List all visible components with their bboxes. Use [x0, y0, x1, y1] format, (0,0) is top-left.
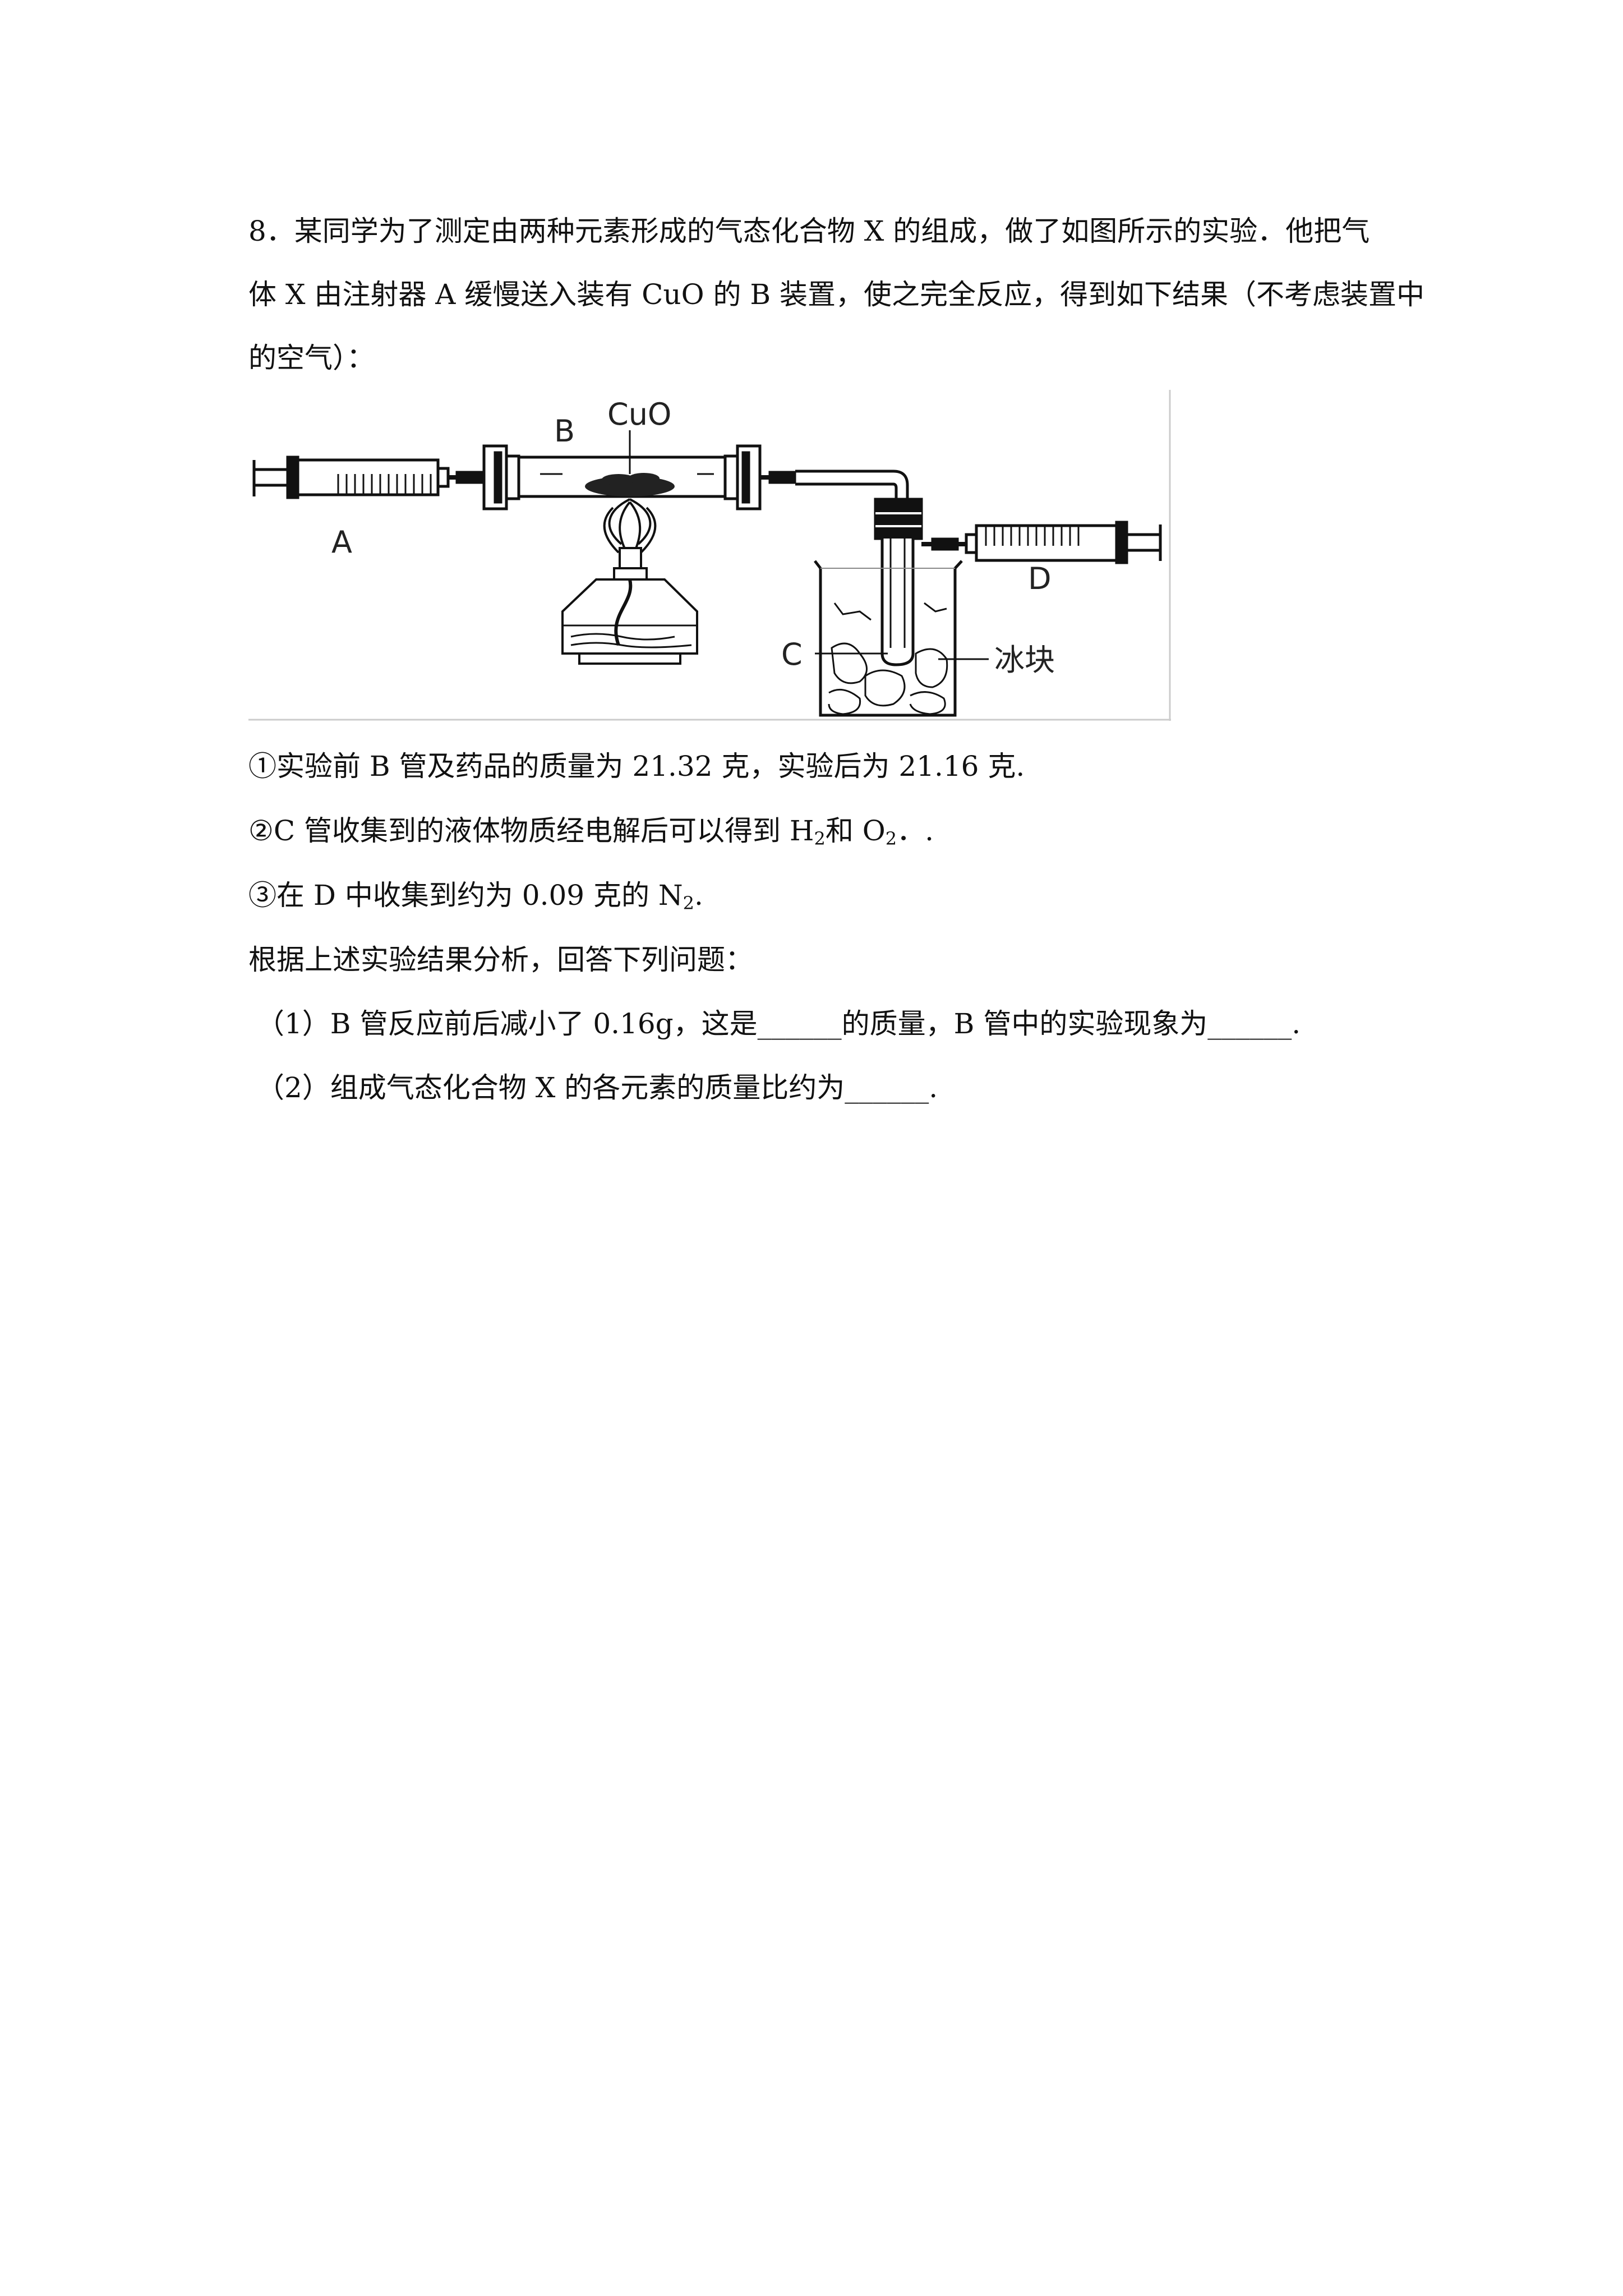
tube-c [874, 498, 923, 666]
label-d: D [1028, 561, 1052, 596]
syringe-d [921, 521, 1162, 564]
cuo-powder [585, 473, 675, 496]
question-intro-line-1: 8．某同学为了测定由两种元素形成的气态化合物 X 的组成，做了如图所示的实验．他… [248, 215, 1370, 247]
tube-b [482, 444, 762, 510]
question-1: （1）B 管反应前后减小了 0.16g，这是______的质量，B 管中的实验现… [256, 1007, 1301, 1040]
result-1: ①实验前 B 管及药品的质量为 21.32 克，实验后为 21.16 克. [248, 750, 1025, 783]
label-a: A [331, 524, 352, 560]
question-2: （2）组成气态化合物 X 的各元素的质量比约为______. [256, 1071, 938, 1104]
result-2: ②C 管收集到的液体物质经电解后可以得到 H2和 O2．. [248, 815, 934, 849]
label-b: B [554, 413, 575, 449]
label-cuo: CuO [607, 397, 671, 432]
syringe-a [252, 455, 484, 499]
result-3: ③在 D 中收集到约为 0.09 克的 N2. [248, 879, 703, 914]
question-intro-line-2: 体 X 由注射器 A 缓慢送入装有 CuO 的 B 装置，使之完全反应，得到如下… [248, 278, 1425, 311]
analysis-lead: 根据上述实验结果分析，回答下列问题： [248, 944, 753, 976]
alcohol-lamp [561, 498, 698, 665]
question-intro-line-3: 的空气）： [248, 342, 375, 374]
label-ice: 冰块 [994, 642, 1055, 678]
beaker [814, 560, 963, 717]
label-c: C [781, 637, 803, 672]
apparatus-figure: CuO B A C D 冰块 [248, 390, 1171, 721]
